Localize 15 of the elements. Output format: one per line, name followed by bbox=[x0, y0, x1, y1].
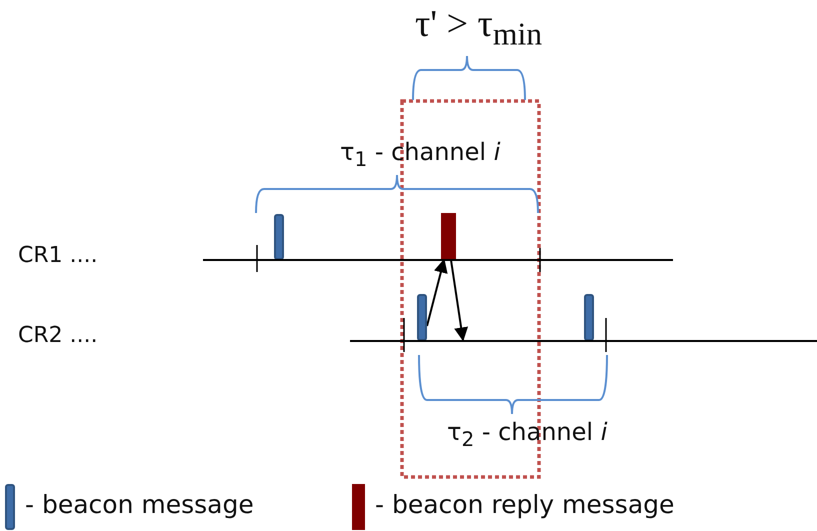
legend-text: - beacon message bbox=[25, 490, 254, 519]
beacon-marker bbox=[584, 294, 594, 341]
legend-text: - beacon reply message bbox=[375, 490, 674, 519]
arrow bbox=[426, 258, 448, 326]
arrow bbox=[450, 260, 468, 342]
beacon-reply-marker bbox=[441, 213, 456, 260]
timeline bbox=[203, 259, 673, 261]
inequality-label: τ' > τ$_{min}$ bbox=[415, 2, 542, 53]
interval-label: τ$_{2}$ - channel i bbox=[447, 418, 608, 451]
beacon-marker bbox=[274, 214, 284, 260]
row-label: CR1 .... bbox=[18, 243, 98, 268]
beacon-marker bbox=[417, 294, 427, 341]
timeline bbox=[350, 340, 817, 342]
row-label: CR2 .... bbox=[18, 323, 98, 348]
interval-label: τ$_{1}$ - channel i bbox=[340, 138, 500, 171]
